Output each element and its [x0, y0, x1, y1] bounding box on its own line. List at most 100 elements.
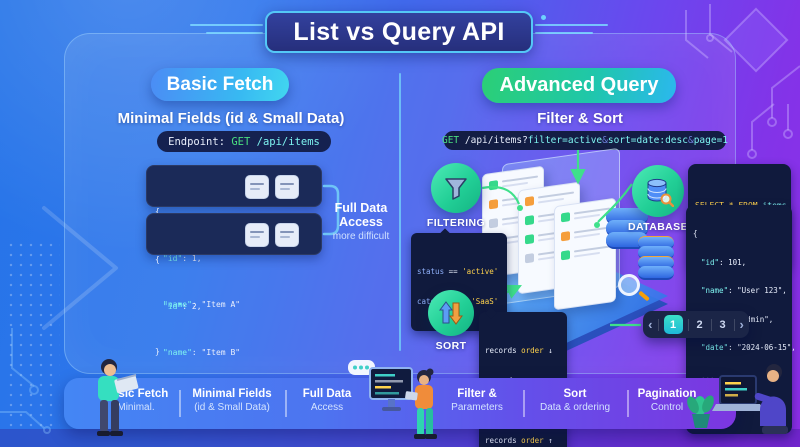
funnel-icon	[445, 178, 467, 200]
url-param-page: page=1	[693, 135, 729, 146]
url-param-filter: filter=active	[527, 135, 603, 146]
footer-item-filter-parameters: Filter & Parameters	[422, 387, 532, 414]
footer-item-subtitle: Minimal.	[117, 402, 155, 413]
json-key: "date"	[701, 343, 729, 352]
filter-value: 'active'	[462, 267, 499, 276]
title-line-left-2	[206, 32, 263, 34]
database-badge	[632, 165, 684, 217]
filtering-label: FILTERING	[426, 217, 486, 229]
page-title: List vs Query API	[265, 11, 533, 53]
footer-item-subtitle: Access	[310, 402, 344, 413]
footer-item-title: Sort	[563, 388, 587, 400]
pagination-separator	[657, 318, 659, 331]
advanced-query-label: Advanced Query	[499, 74, 659, 96]
pagination-page-2[interactable]: 2	[696, 318, 703, 331]
json-brace: {	[155, 255, 160, 264]
footer-item-subtitle: Data & ordering	[539, 402, 611, 413]
callout-note: more difficult	[332, 231, 390, 242]
basic-fetch-button[interactable]: Basic Fetch	[151, 68, 289, 101]
footer-item-title: Filter &	[457, 388, 497, 400]
circuit-decoration-bottom-left	[0, 328, 51, 434]
section-divider	[399, 73, 401, 351]
json-value: : "Item B"	[191, 348, 241, 357]
sort-arrows-icon	[439, 301, 463, 325]
footer-item-subtitle: Parameters	[451, 402, 503, 413]
pagination-page-1-active[interactable]: 1	[663, 315, 683, 334]
json-brace: {	[693, 229, 698, 238]
advanced-query-button[interactable]: Advanced Query	[482, 68, 676, 103]
endpoint-label: Endpoint:	[168, 135, 232, 148]
basic-subtitle: Minimal Fields (id & Small Data)	[117, 110, 345, 127]
endpoint-path: /api/items	[250, 135, 320, 148]
json-key: "name"	[701, 286, 729, 295]
chevron-decoration	[42, 206, 118, 330]
person-illustration-center	[348, 360, 437, 439]
footer-item-title: Full Data	[302, 388, 352, 400]
title-dot	[541, 15, 546, 20]
person-illustration-right	[687, 364, 788, 434]
json-key: "name"	[163, 348, 192, 357]
magnifier-icon	[618, 274, 640, 296]
footer-divider	[179, 390, 181, 417]
filter-value: 'SaaS'	[471, 297, 499, 306]
basic-fetch-label: Basic Fetch	[166, 73, 274, 95]
pagination-page-3[interactable]: 3	[719, 318, 726, 331]
sort-word: records	[485, 436, 522, 445]
sort-arrow: ↓	[543, 346, 553, 355]
callout-line-2: Access	[339, 215, 383, 229]
dot-grid-decoration	[6, 240, 60, 430]
footer-divider	[285, 390, 287, 417]
endpoint-pill: Endpoint: GET /api/items	[157, 131, 331, 152]
footer-item-pagination-control: Pagination Control	[612, 387, 722, 414]
document-icon	[245, 175, 269, 199]
footer-item-subtitle: (id & Small Data)	[194, 402, 270, 413]
sort-word: records	[485, 346, 522, 355]
json-ellipsis: ...	[701, 371, 715, 381]
json-value: : "User 123",	[728, 286, 787, 295]
filter-key: status	[417, 267, 445, 276]
sort-label: SORT	[435, 340, 467, 352]
database-label: DATABASE	[628, 221, 688, 233]
sort-word: order	[521, 436, 544, 445]
url-ampersand: &	[687, 135, 694, 146]
bracket-connector	[322, 184, 340, 236]
footer-item-title: Minimal Fields	[192, 388, 272, 400]
json-key: "id"	[163, 253, 183, 263]
footer-item-minimal-fields: Minimal Fields (id & Small Data)	[177, 387, 287, 414]
endpoint-method: GET	[231, 135, 251, 148]
json-value: : 2,	[182, 301, 202, 311]
advanced-subtitle: Filter & Sort	[537, 110, 623, 127]
pagination-next-button[interactable]: ›	[739, 317, 744, 332]
title-line-left-1	[190, 24, 263, 26]
sort-badge	[428, 290, 474, 336]
query-url-pill: GET /api/items?filter=active&sort=date:d…	[441, 131, 729, 150]
json-value: : 1,	[182, 253, 202, 263]
filtering-badge	[431, 163, 481, 213]
record-card-item-b: { "id" : 2, "name": "Item B" }	[146, 213, 322, 403]
footer-item-title: Pagination	[637, 388, 697, 400]
pagination-separator	[733, 318, 735, 331]
floor-shadow	[0, 429, 800, 447]
url-param-sort: sort=date:desc	[607, 135, 688, 146]
callout-line-1: Full Data	[334, 201, 388, 215]
page-title-text: List vs Query API	[293, 17, 505, 46]
sort-arrow: ↑	[543, 436, 553, 445]
json-value: : 101,	[719, 257, 747, 267]
url-method: GET	[441, 135, 460, 146]
full-data-access-callout: Full Data Access more difficult	[327, 201, 395, 242]
footer-divider	[523, 390, 525, 417]
pagination-control: ‹ 1 2 3 ›	[643, 311, 749, 338]
pagination-prev-button[interactable]: ‹	[648, 317, 653, 332]
footer-item-subtitle: Control	[650, 402, 684, 413]
title-line-right-1	[535, 24, 608, 26]
url-path: /api/items?	[459, 135, 528, 146]
pagination-separator	[710, 318, 712, 331]
person-illustration-left	[97, 359, 139, 436]
url-ampersand: &	[602, 135, 608, 146]
document-icon	[245, 223, 269, 247]
pagination-separator	[687, 318, 689, 331]
footer-divider	[627, 390, 629, 417]
json-brace: }	[155, 346, 160, 356]
title-line-right-2	[535, 32, 593, 34]
